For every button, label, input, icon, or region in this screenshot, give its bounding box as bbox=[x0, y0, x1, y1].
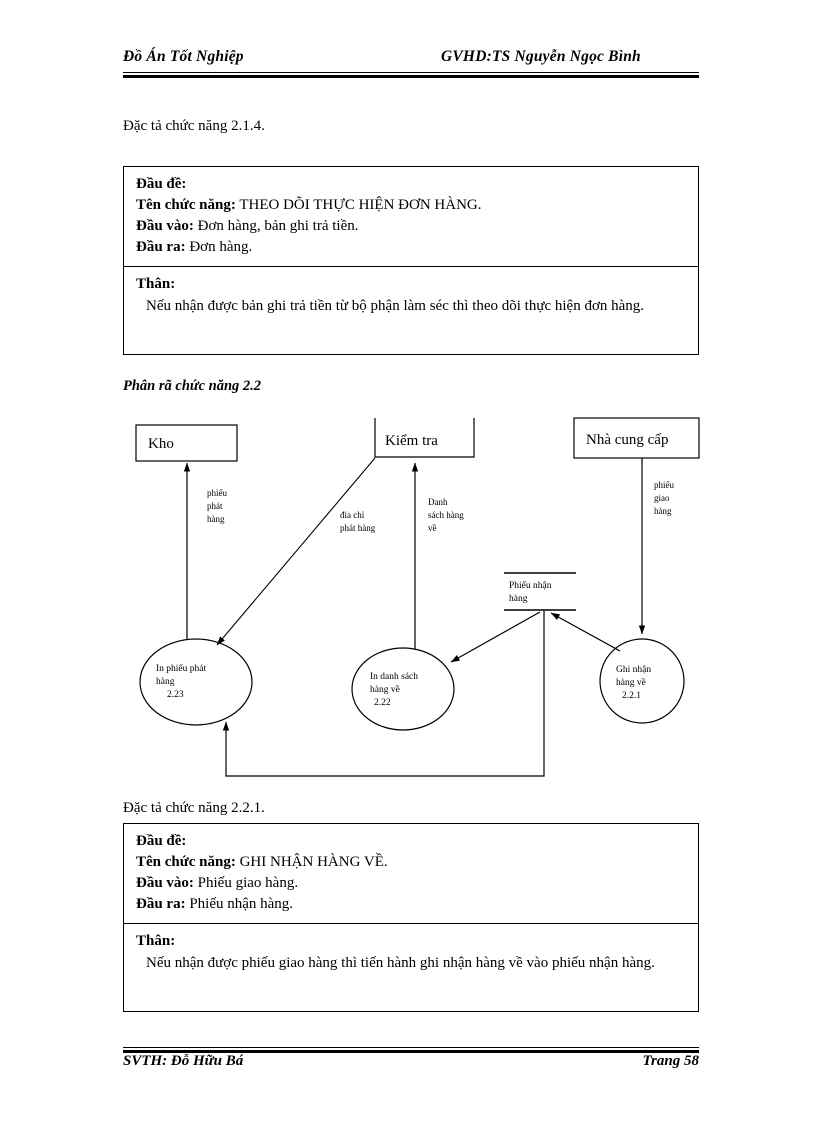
process-222-line1: In danh sách bbox=[370, 672, 418, 682]
flow-danh-sach-hang-ve-line2: sách hàng bbox=[428, 510, 464, 520]
flow-danh-sach-hang-ve: Danh sách hàng về bbox=[411, 462, 464, 649]
datastore-label-line1: Phiếu nhận bbox=[509, 580, 552, 591]
process-221-number: 2.2.1 bbox=[622, 691, 641, 701]
spec-214-title-label: Đầu đề: bbox=[136, 176, 187, 192]
process-223-number: 2.23 bbox=[167, 690, 184, 700]
caption-spec-214: Đặc tả chức năng 2.1.4. bbox=[123, 118, 265, 134]
spec-221-body-paragraph: Nếu nhận được phiếu giao hàng thì tiến h… bbox=[146, 955, 655, 971]
header-divider-thin-line bbox=[123, 72, 699, 73]
process-221-line1: Ghi nhận bbox=[616, 665, 651, 675]
process-222-number: 2.22 bbox=[374, 698, 391, 708]
process-223-line1: In phiếu phát bbox=[156, 663, 206, 674]
footer-divider-thin-line bbox=[123, 1047, 699, 1048]
spec-221-output-label: Đầu ra: bbox=[136, 896, 186, 912]
page-header: Đồ Án Tốt Nghiệp GVHD:TS Nguyễn Ngọc Bìn… bbox=[123, 48, 699, 70]
process-222: In danh sách hàng về 2.22 bbox=[351, 647, 455, 731]
spec-221-title-row: Đầu đề: bbox=[136, 831, 698, 852]
spec-221-input-label: Đầu vào: bbox=[136, 875, 194, 891]
footer-author: SVTH: Đỗ Hữu Bá bbox=[123, 1053, 244, 1069]
page-footer: SVTH: Đỗ Hữu Bá Trang 58 bbox=[123, 1053, 699, 1075]
caption-decomposition-22: Phân rã chức năng 2.2 bbox=[123, 378, 262, 394]
entity-kiem-tra-label: Kiểm tra bbox=[385, 433, 438, 449]
spec-221-output-row: Đầu ra: Phiếu nhận hàng. bbox=[136, 894, 698, 915]
header-title-right: GVHD:TS Nguyễn Ngọc Bình bbox=[441, 48, 641, 65]
spec-221-body: Thân: Nếu nhận được phiếu giao hàng thì … bbox=[124, 923, 698, 1011]
spec-214-body-label: Thân: bbox=[136, 274, 698, 295]
flow-phieu-phat-hang-line2: phát bbox=[207, 501, 223, 511]
flow-danh-sach-hang-ve-line1: Danh bbox=[428, 497, 448, 507]
flow-221-to-datastore bbox=[550, 612, 621, 652]
spec-214-head: Đầu đề: Tên chức năng: THEO DÕI THỰC HIỆ… bbox=[124, 167, 698, 266]
entity-kho: Kho bbox=[135, 424, 238, 462]
flow-dia-chi-phat-hang-line2: phát hàng bbox=[340, 523, 376, 533]
spec-table-214: Đầu đề: Tên chức năng: THEO DÕI THỰC HIỆ… bbox=[123, 166, 699, 355]
spec-214-name-label: Tên chức năng: bbox=[136, 197, 236, 213]
spec-214-input-row: Đầu vào: Đơn hàng, bản ghi trả tiền. bbox=[136, 216, 698, 237]
flow-dia-chi-phat-hang: đia chỉ phát hàng bbox=[216, 457, 376, 646]
spec-214-body-paragraph: Nếu nhận được bản ghi trả tiền từ bộ phậ… bbox=[146, 298, 645, 314]
flow-phieu-phat-hang: phiếu phát hàng bbox=[183, 462, 227, 639]
process-223: In phiếu phát hàng 2.23 bbox=[139, 638, 253, 726]
footer-divider bbox=[123, 1047, 699, 1053]
spec-221-input-row: Đầu vào: Phiếu giao hàng. bbox=[136, 873, 698, 894]
caption-spec-221: Đặc tả chức năng 2.2.1. bbox=[123, 800, 265, 816]
flow-phieu-giao-hang-line1: phiếu bbox=[654, 480, 674, 490]
spec-214-name-value: THEO DÕI THỰC HIỆN ĐƠN HÀNG. bbox=[239, 197, 482, 213]
entity-nha-cung-cap: Nhà cung cấp bbox=[573, 417, 700, 459]
spec-214-output-row: Đầu ra: Đơn hàng. bbox=[136, 237, 698, 258]
spec-221-name-label: Tên chức năng: bbox=[136, 854, 236, 870]
spec-221-body-label: Thân: bbox=[136, 931, 698, 952]
header-title-left: Đồ Án Tốt Nghiệp bbox=[123, 48, 244, 65]
spec-221-name-row: Tên chức năng: GHI NHẬN HÀNG VỀ. bbox=[136, 852, 698, 873]
spec-214-body-text: Nếu nhận được bản ghi trả tiền từ bộ phậ… bbox=[136, 295, 698, 317]
flow-danh-sach-hang-ve-line3: về bbox=[428, 523, 437, 533]
flow-phieu-phat-hang-line3: hàng bbox=[207, 514, 225, 524]
flow-dia-chi-phat-hang-line1: đia chỉ bbox=[340, 510, 365, 520]
spec-221-name-value: GHI NHẬN HÀNG VỀ. bbox=[239, 854, 388, 870]
spec-221-head: Đầu đề: Tên chức năng: GHI NHẬN HÀNG VỀ.… bbox=[124, 824, 698, 923]
spec-221-body-text: Nếu nhận được phiếu giao hàng thì tiến h… bbox=[136, 952, 698, 974]
spec-214-name-row: Tên chức năng: THEO DÕI THỰC HIỆN ĐƠN HÀ… bbox=[136, 195, 698, 216]
header-divider-thick-line bbox=[123, 74, 699, 78]
flow-datastore-to-223 bbox=[222, 610, 545, 777]
header-divider-gap bbox=[123, 73, 699, 75]
footer-divider-gap bbox=[123, 1048, 699, 1050]
spec-221-input-value: Phiếu giao hàng. bbox=[197, 875, 299, 891]
flow-phieu-phat-hang-line1: phiếu bbox=[207, 488, 227, 498]
flow-phieu-giao-hang-line2: giao bbox=[654, 493, 670, 503]
spec-214-input-value: Đơn hàng, bản ghi trả tiền. bbox=[197, 218, 359, 234]
spec-221-body-label-text: Thân: bbox=[136, 933, 176, 949]
spec-214-title-row: Đầu đề: bbox=[136, 174, 698, 195]
footer-divider-thick-line bbox=[123, 1049, 699, 1053]
spec-214-body: Thân: Nếu nhận được bản ghi trả tiền từ … bbox=[124, 266, 698, 354]
process-222-line2: hàng về bbox=[370, 684, 400, 695]
flow-phieu-giao-hang-line3: hàng bbox=[654, 506, 672, 516]
process-223-line2: hàng bbox=[156, 677, 175, 687]
spec-214-input-label: Đầu vào: bbox=[136, 218, 194, 234]
process-221-line2: hàng về bbox=[616, 677, 646, 688]
header-divider bbox=[123, 72, 699, 78]
spec-221-title-label: Đầu đề: bbox=[136, 833, 187, 849]
spec-214-output-label: Đầu ra: bbox=[136, 239, 186, 255]
spec-table-221: Đầu đề: Tên chức năng: GHI NHẬN HÀNG VỀ.… bbox=[123, 823, 699, 1012]
spec-221-output-value: Phiếu nhận hàng. bbox=[189, 896, 294, 912]
flow-datastore-to-222 bbox=[450, 611, 541, 663]
process-221: Ghi nhận hàng về 2.2.1 bbox=[599, 638, 685, 724]
entity-kiem-tra: Kiểm tra bbox=[374, 418, 475, 458]
datastore-label-line2: hàng bbox=[509, 594, 528, 604]
entity-kho-label: Kho bbox=[148, 436, 174, 452]
flow-phieu-giao-hang: phiếu giao hàng bbox=[638, 458, 674, 635]
spec-214-body-label-text: Thân: bbox=[136, 276, 176, 292]
entity-nha-cung-cap-label: Nhà cung cấp bbox=[586, 432, 668, 448]
datastore-phieu-nhan-hang: Phiếu nhận hàng bbox=[504, 572, 576, 611]
dfd-diagram: Kho Kiểm tra Nhà cung cấp Phiếu nhận hàn… bbox=[0, 400, 816, 800]
footer-page-number: Trang 58 bbox=[642, 1053, 699, 1069]
spec-214-output-value: Đơn hàng. bbox=[189, 239, 253, 255]
